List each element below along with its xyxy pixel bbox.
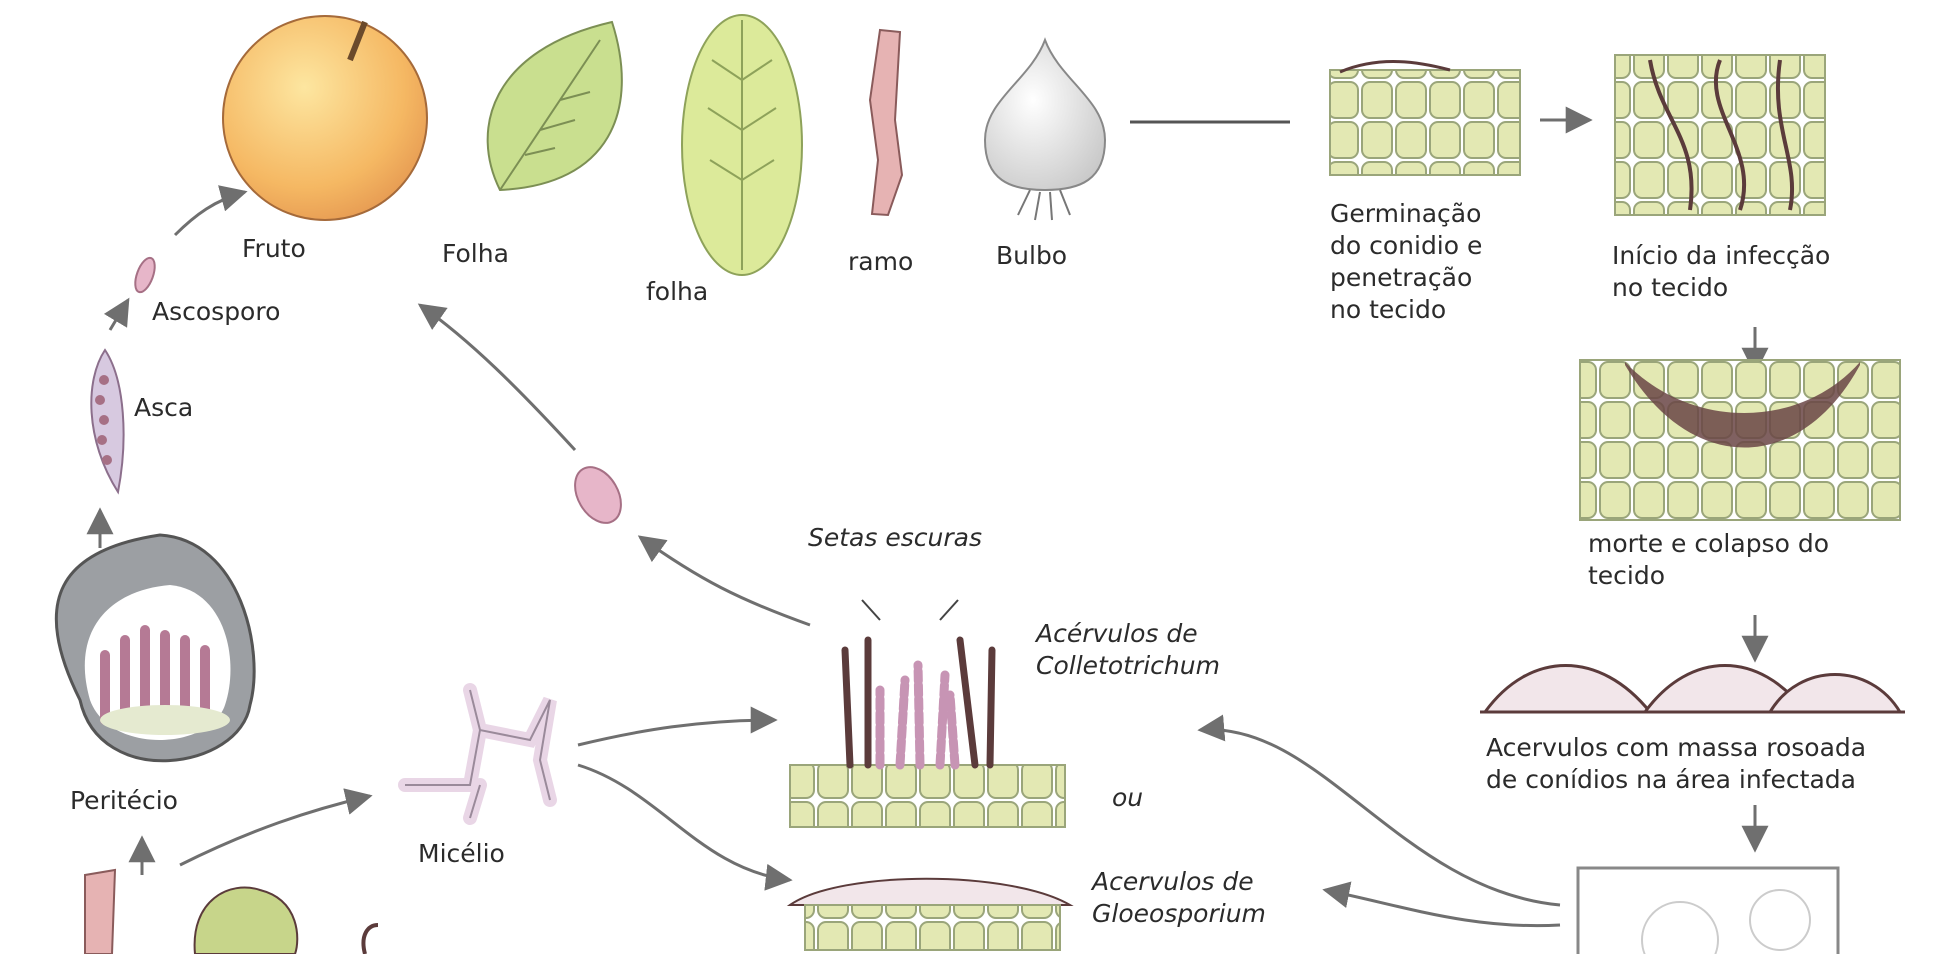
- label-branch: ramo: [848, 246, 913, 278]
- branch-icon: [870, 30, 902, 215]
- arrow-lesion-to-gloeosporium: [1325, 890, 1560, 926]
- label-or: ou: [1112, 782, 1143, 814]
- infection-start-tissue-illustration: [1615, 55, 1825, 215]
- bulb-icon: [985, 40, 1105, 220]
- mycelium-illustration: [405, 690, 550, 818]
- germination-tissue-illustration: [1330, 62, 1520, 175]
- label-dark-setae: Setas escuras: [808, 522, 982, 554]
- ascus-illustration: [91, 350, 123, 492]
- label-colletotrichum: Acérvulos de Colletotrichum: [1036, 618, 1220, 682]
- arrow-ascus-to-ascospore: [110, 300, 128, 330]
- host-debris-illustration: [85, 870, 378, 954]
- arrow-conidium-to-hosts: [420, 305, 575, 450]
- label-fruit: Fruto: [242, 233, 306, 265]
- label-infection-start: Início da infecção no tecido: [1612, 240, 1830, 304]
- arrow-acervuli-to-conidium: [640, 537, 810, 625]
- tissue-collapse-illustration: [1580, 360, 1900, 520]
- label-acervuli-mass: Acervulos com massa rosoada de conídios …: [1486, 732, 1866, 796]
- arrow-mycelium-to-gloeosporium: [578, 765, 790, 880]
- elongated-leaf-icon: [682, 15, 802, 275]
- leaf-icon: [488, 22, 622, 190]
- arrow-ascospore-to-fruit: [175, 192, 245, 235]
- fruit-icon: [223, 16, 427, 220]
- arrow-mycelium-to-colletotrichum: [578, 720, 775, 745]
- label-ascus: Asca: [134, 392, 193, 424]
- label-mycelium: Micélio: [418, 838, 505, 870]
- label-ascospore: Ascosporo: [152, 296, 280, 328]
- label-perithecium: Peritécio: [70, 785, 178, 817]
- conidium-icon: [566, 459, 631, 531]
- label-gloeosporium: Acervulos de Gloeosporium: [1092, 866, 1266, 930]
- label-leaf: Folha: [442, 238, 509, 270]
- label-tissue-collapse: morte e colapso do tecido: [1588, 528, 1829, 592]
- label-bulb: Bulbo: [996, 240, 1067, 272]
- ascospore-icon: [131, 255, 158, 294]
- label-germination: Germinação do conidio e penetração no te…: [1330, 198, 1482, 326]
- acervuli-mass-illustration: [1480, 666, 1905, 713]
- fruit-lesion-illustration: [1578, 868, 1838, 954]
- label-elongated-leaf: folha: [646, 276, 708, 308]
- arrow-base-to-mycelium: [180, 796, 370, 865]
- perithecium-illustration: [56, 535, 254, 761]
- gloeosporium-acervulus-illustration: [790, 879, 1070, 950]
- colletotrichum-acervulus-illustration: [790, 600, 1065, 827]
